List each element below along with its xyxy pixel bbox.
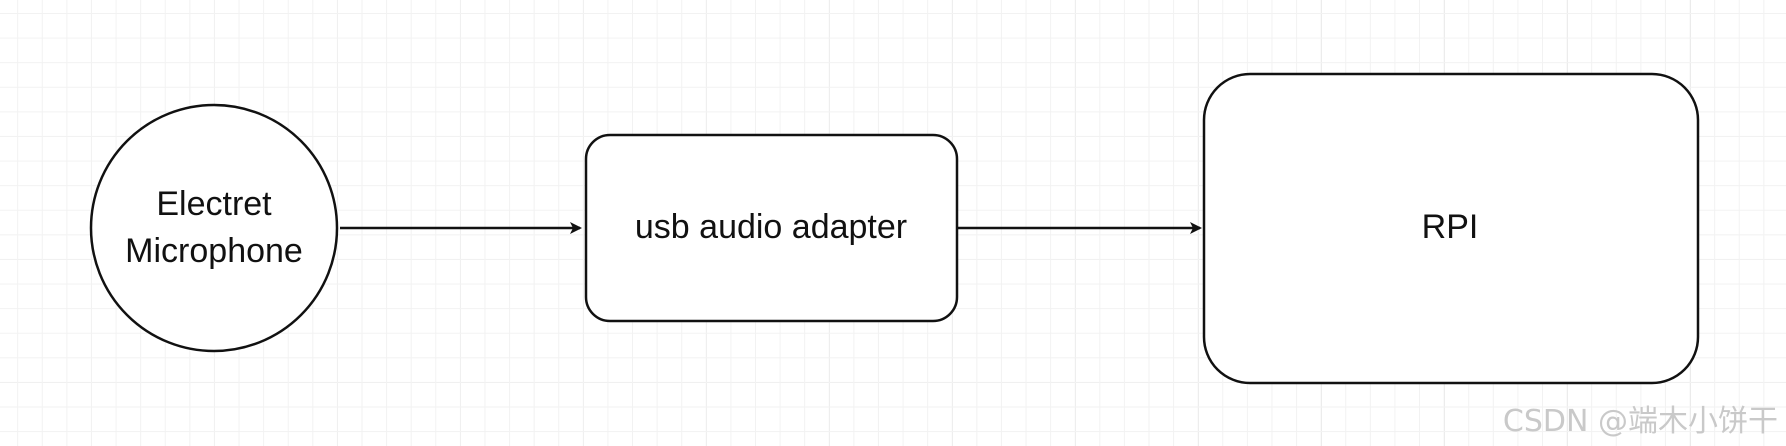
rpi-label: RPI [1422,208,1479,246]
node-microphone[interactable]: Electret Microphone [89,103,339,353]
microphone-label-line1: Electret [156,185,272,223]
adapter-label: usb audio adapter [635,208,907,246]
watermark-text: CSDN @端木小饼干 [1502,404,1778,439]
microphone-label-line2: Microphone [125,232,303,270]
node-rpi[interactable]: RPI [1202,72,1700,385]
rpi-box[interactable] [1202,72,1700,385]
microphone-circle[interactable] [89,103,339,353]
node-adapter[interactable]: usb audio adapter [584,133,959,323]
adapter-box[interactable] [584,133,959,323]
